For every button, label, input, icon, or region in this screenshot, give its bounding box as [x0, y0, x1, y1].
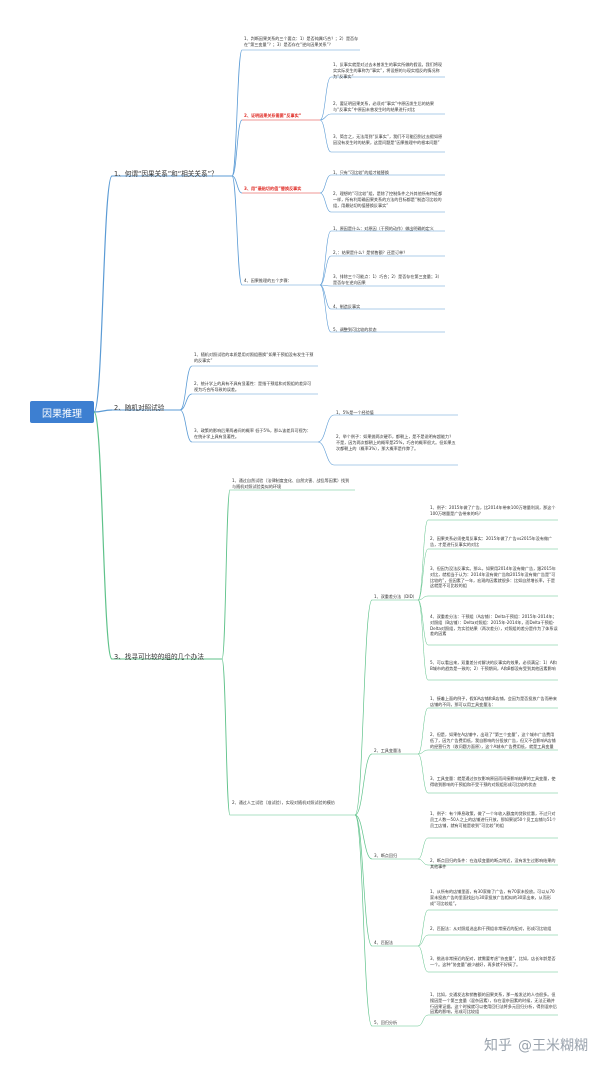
b1-item2-sub2[interactable]: 2、要证明因果关系，必须对“事实”中原因发生后的结果与“反事实”中原因未曾发生时… [333, 101, 435, 112]
root-node[interactable]: 因果推理 [30, 401, 94, 423]
method-1-sub5[interactable]: 5、可以看出来，双重差分对解决的反事实的效果，必须满足：1）A和B城市的趋势是一… [430, 660, 557, 671]
method-4-sub1[interactable]: 1、从所有的店铺里面，有30家做了广告，有70家未投放。可以从70家未投放广告的… [430, 889, 555, 906]
connector-line [417, 858, 429, 866]
method-1-sub4[interactable]: 4、双重差分法：干预组（A店铺）：Delta干预组：2015年-2014年；对照… [430, 614, 558, 637]
connector-line [417, 749, 429, 755]
branch-1-label[interactable]: 1、何谓“因果关系”和“相关关系”？ [114, 170, 218, 178]
method-4-sub2[interactable]: 2、匹配法：从对照组选出和干预组非常接近的配对，形成可比较组 [430, 926, 552, 931]
connector-line [417, 599, 429, 646]
connector-line [319, 284, 332, 310]
b1-item3-sub2[interactable]: 2、理想的“可比较”组，是除了控制条件之外其他所有特征都一样，所有利用确因果关系… [333, 191, 443, 208]
connector-line [319, 192, 332, 213]
connector-line [231, 175, 243, 286]
method-2-sub1[interactable]: 1、接着上面的例子，假如A店铺和B店铺，会因为是否投放广告而带来店铺的不同，那可… [430, 696, 557, 707]
b1-item4-sub1[interactable]: 1、原因是什么：对原因（干预的动作）做出明确的定义 [333, 226, 434, 231]
b3-item2[interactable]: 2、通过人工试验（准试验），实现对随机对照试验的模仿 [232, 800, 335, 805]
b1-item1[interactable]: 1、判断因果关系的三个要点：1）是否纯属巧合？；2）是否存在“第三变量”？；3）… [244, 36, 359, 47]
connector-line [417, 945, 429, 973]
branch-2-label[interactable]: 2、随机对照试验 [114, 404, 165, 412]
connector-line [417, 548, 429, 601]
b2-item1[interactable]: 1、随机对照试验的本质是用对照组替换“如果干预组没有发生干预的反事实” [194, 352, 314, 363]
connector-line [231, 49, 243, 177]
watermark-handle: @王米糊糊 [518, 1038, 588, 1054]
connector-line [354, 599, 373, 816]
method-4-sub3[interactable]: 3、挑选非常接近的配对，就需要考虑“协变量”，比如，店长年龄是否一个。这种“协变… [430, 956, 556, 967]
connector-line [354, 814, 373, 860]
method-5-label[interactable]: 5、回归分析 [374, 1020, 398, 1025]
b2-item3[interactable]: 3、政策的影响后果两者间的概率 低于5%，那么该差异可视为：在统计学上具有显著性… [194, 428, 311, 439]
connector-line [319, 284, 332, 333]
method-3-label[interactable]: 3、断点回归 [374, 853, 398, 858]
connector-line [417, 909, 429, 947]
connector-line [221, 489, 231, 660]
b1-item2-sub1[interactable]: 1、反事实就是对过去未曾发生的事实所做的假设。我们将现实实际发生的事称为“事实”… [333, 62, 443, 79]
b3-item1[interactable]: 1、通过自然试验（法律制度变化、自然灾害、战乱等因素）找到与随机对照试验类似的环… [232, 478, 350, 489]
b1-item4-sub5[interactable]: 5、调整到可比较的状态 [333, 327, 377, 332]
method-2-label[interactable]: 2、工具变量法 [374, 748, 402, 753]
b1-item3-sub1[interactable]: 1、只有“可比较”的组才能替换 [333, 170, 389, 175]
watermark: 知乎 @王米糊糊 [484, 1035, 588, 1055]
connector-line [179, 393, 193, 411]
connector-line [317, 441, 335, 466]
connector-line [319, 113, 332, 121]
b1-item2[interactable]: 2、证明因果关系需要“反事实” [244, 113, 302, 118]
watermark-site: 知乎 [484, 1038, 512, 1054]
connector-line [221, 658, 231, 816]
b1-item2-sub3[interactable]: 3、简言之，无法用到“反事实”，我们不可能回到过去假如原因没有发生时的结果，这是… [333, 134, 443, 145]
method-1-sub1[interactable]: 1、例子：2015年做了广告，比2014年带来100万增量利润，那这个100万增… [430, 505, 556, 516]
b2-item3-sub1[interactable]: 1、5%是一个经验值 [336, 410, 374, 415]
b1-item4[interactable]: 4、因果推理的五个步骤： [244, 278, 292, 283]
method-2-sub2[interactable]: 2、但是，如果在A店铺中，出现了“第三个变量”，这个城市广告费用低了，因为广告费… [430, 732, 556, 749]
connector-line [179, 365, 193, 411]
connector-line [231, 119, 243, 177]
method-5-sub1[interactable]: 1、比如，交通发达和销售额的因果关系，那一般发达的人也很多。但搜因是一个第三变量… [430, 992, 557, 1015]
connector-line [354, 814, 373, 947]
connector-line [417, 753, 429, 794]
connector-line [417, 519, 429, 601]
connector-line [317, 414, 335, 443]
connector-line [179, 409, 193, 443]
connector-line [354, 753, 373, 816]
method-1-sub3[interactable]: 3、但因为没法反事实。那么，如果用2014年没有做广告，跟2015年对比，就相当… [430, 566, 556, 589]
b1-item3[interactable]: 3、用“最贴切的值”替换反事实 [244, 186, 302, 191]
connector-line [93, 409, 113, 413]
b2-item3-sub2[interactable]: 2、举个例子：如果抛两次硬币，都朝上，是不是说明有超能力？不是，因为两次都朝上的… [336, 434, 456, 451]
connector-line [319, 284, 332, 287]
connector-line [417, 934, 429, 947]
connector-line [319, 119, 332, 153]
connector-line [93, 411, 113, 660]
connector-line [319, 76, 332, 121]
connector-line [93, 175, 113, 413]
connector-line [417, 595, 429, 601]
method-3-sub1[interactable]: 1、例子：有个降息政策，做了一个年收入额度的贷款优惠，不过只对员工人数一50人之… [430, 811, 557, 828]
connector-line [319, 255, 332, 286]
connector-line [417, 837, 429, 860]
connector-line [417, 1014, 429, 1027]
method-4-label[interactable]: 4、匹配法 [374, 940, 393, 945]
connector-line [319, 174, 332, 194]
method-3-sub2[interactable]: 2、断点回归的条件：在连续变量的断点附近，没有发生过影响结果的其他事件 [430, 858, 556, 869]
connector-line [231, 175, 243, 194]
connector-line [417, 599, 429, 681]
b1-item4-sub4[interactable]: 4、制造反事实 [333, 304, 361, 309]
b1-item4-sub2[interactable]: 2、：结果是什么？是销售额？还是订单？ [333, 250, 408, 255]
method-2-sub3[interactable]: 3、工具变量：就是通过仅仅影响原因而间接影响结果的工具变量，使得收到影响的干预组… [430, 776, 556, 787]
connector-line [354, 814, 373, 1027]
method-1-label[interactable]: 1、双重差分法（DID） [374, 594, 417, 599]
connector-line [319, 230, 332, 286]
connector-line [417, 707, 429, 755]
b1-item4-sub3[interactable]: 3、排除三个可能点：1）巧合；2）是否存在第三变量；3）是否存在逆向因果 [333, 274, 442, 285]
b2-item2[interactable]: 2、统计学上的具有不具有显著性：是指干预组和对照组的差异可视为巧合所导致的误差。 [194, 381, 312, 392]
branch-3-label[interactable]: 3、找寻可比较的组的几个办法 [114, 653, 204, 661]
method-1-sub2[interactable]: 2、因果关系必须使用反事实：2015年做了广告vs2015年没有做广告，才是进行… [430, 536, 553, 547]
